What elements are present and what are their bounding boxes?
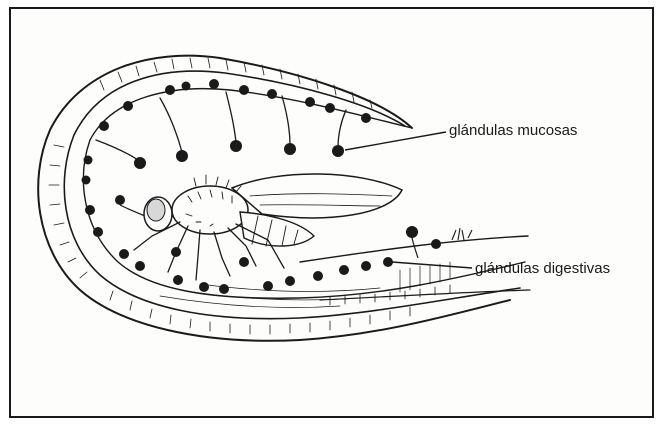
label-mucous-glands: glándulas mucosas xyxy=(449,122,577,139)
label-digestive-glands: glándulas digestivas xyxy=(475,260,610,277)
leader-line-digestive-glands xyxy=(392,262,472,268)
small-sprout xyxy=(452,228,472,240)
leaf-stem-upper xyxy=(300,236,528,262)
mucous-gland-heads xyxy=(134,140,344,169)
fly-thorax xyxy=(172,186,248,234)
leader-line-mucous-glands xyxy=(345,132,446,150)
fly-wing xyxy=(232,174,402,218)
fly-eye xyxy=(147,199,165,221)
